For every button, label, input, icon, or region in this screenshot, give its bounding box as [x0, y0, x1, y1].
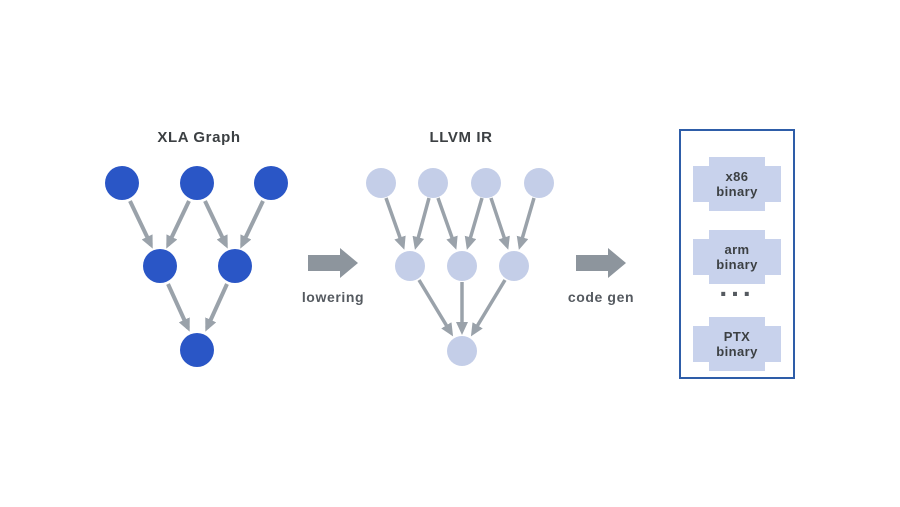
code-gen-label: code gen [567, 289, 635, 305]
xla-node [254, 166, 288, 200]
lowering-arrow [308, 248, 358, 278]
chip-tab [709, 362, 765, 371]
chip-line1: PTX [723, 329, 751, 344]
chip-label: arm binary [693, 239, 781, 275]
llvm-node [395, 251, 425, 281]
chip-label: x86 binary [693, 166, 781, 202]
llvm-graph-nodes [366, 168, 554, 366]
edge-arrow [166, 283, 190, 332]
llvm-graph-edges [384, 197, 536, 337]
edge-arrow [470, 279, 507, 337]
edge-arrow [128, 200, 153, 249]
chip-tab [709, 157, 765, 166]
ellipsis: ... [719, 271, 755, 302]
edge-arrow [436, 197, 458, 250]
chip-line2: binary [716, 257, 758, 272]
edge-arrow [203, 200, 228, 249]
llvm-node [499, 251, 529, 281]
edge-arrow [516, 197, 536, 250]
chip-tab [709, 230, 765, 239]
code-gen-arrow [576, 248, 626, 278]
edge-arrow [166, 200, 191, 249]
binaries-box: x86 binary arm binary ... PTX binary [679, 129, 795, 379]
llvm-node [447, 251, 477, 281]
x86-binary-chip: x86 binary [693, 157, 781, 211]
llvm-node [471, 168, 501, 198]
chip-line2: binary [716, 344, 758, 359]
xla-graph-nodes [105, 166, 288, 367]
xla-graph-edges [128, 200, 265, 332]
llvm-node [366, 168, 396, 198]
edge-arrow [417, 279, 454, 337]
chip-line1: x86 [725, 169, 749, 184]
xla-node [180, 166, 214, 200]
chip-line2: binary [716, 184, 758, 199]
chip-label: PTX binary [693, 326, 781, 362]
xla-node [218, 249, 252, 283]
edge-arrow [240, 200, 265, 249]
chip-tab [709, 275, 765, 284]
edge-arrow [489, 197, 510, 250]
chip-tab [709, 317, 765, 326]
edge-arrow [205, 283, 229, 332]
ptx-binary-chip: PTX binary [693, 317, 781, 371]
edge-arrow [464, 197, 484, 250]
chip-line1: arm [724, 242, 750, 257]
xla-node [143, 249, 177, 283]
llvm-ir-title: LLVM IR [429, 129, 493, 146]
edge-arrow [384, 197, 406, 250]
llvm-node [447, 336, 477, 366]
xla-node [180, 333, 214, 367]
lowering-label: lowering [301, 289, 365, 305]
edge-arrow [412, 197, 431, 250]
llvm-node [524, 168, 554, 198]
arm-binary-chip: arm binary [693, 230, 781, 284]
xla-graph-title: XLA Graph [157, 129, 241, 146]
llvm-node [418, 168, 448, 198]
chip-tab [709, 202, 765, 211]
xla-node [105, 166, 139, 200]
